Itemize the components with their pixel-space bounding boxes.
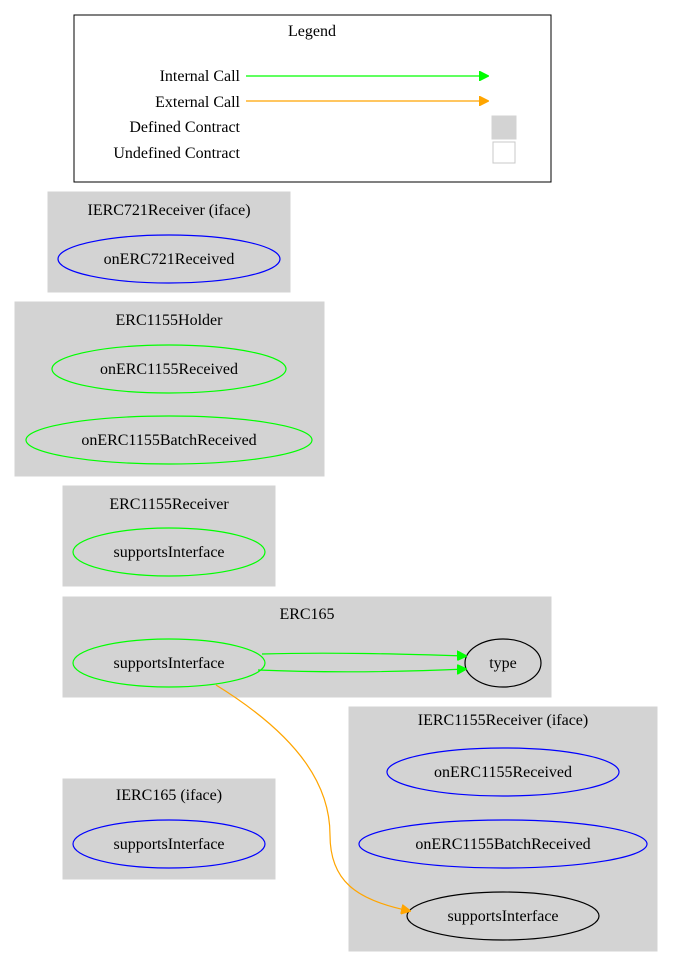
cluster-erc165: ERC165 supportsInterface type bbox=[62, 596, 552, 698]
cluster-ierc165: IERC165 (iface) supportsInterface bbox=[62, 778, 276, 880]
edge-erc165-supportsinterface-to-type-1 bbox=[261, 653, 466, 656]
node-ierc1155receiver-onerc1155batchreceived bbox=[358, 819, 648, 869]
legend-external-call-label: External Call bbox=[155, 94, 240, 111]
node-erc165-supportsinterface bbox=[72, 638, 266, 688]
node-erc1155holder-onerc1155batchreceived bbox=[25, 415, 313, 465]
cluster-ierc721receiver-title: IERC721Receiver (iface) bbox=[87, 202, 250, 219]
cluster-ierc1155receiver: IERC1155Receiver (iface) onERC1155Receiv… bbox=[348, 706, 658, 952]
cluster-ierc1155receiver-title: IERC1155Receiver (iface) bbox=[418, 712, 588, 729]
edge-erc165-supportsinterface-to-type-2 bbox=[257, 669, 466, 672]
node-ierc1155receiver-onerc1155batchreceived-label: onERC1155BatchReceived bbox=[415, 836, 590, 853]
legend: Legend Internal Call External Call Defin… bbox=[73, 14, 552, 183]
node-erc1155receiver-supportsinterface-label: supportsInterface bbox=[113, 544, 224, 561]
cluster-ierc165-bg bbox=[62, 778, 276, 880]
cluster-ierc165-title: IERC165 (iface) bbox=[116, 787, 222, 804]
node-ierc721receiver-onerc721received-label: onERC721Received bbox=[104, 251, 235, 268]
node-ierc721receiver-onerc721received bbox=[57, 234, 281, 284]
node-ierc1155receiver-onerc1155received bbox=[386, 747, 620, 797]
node-ierc1155receiver-supportsinterface bbox=[406, 891, 600, 941]
cluster-erc1155holder-bg bbox=[14, 301, 325, 477]
node-erc1155receiver-supportsinterface bbox=[72, 527, 266, 577]
edge-erc165-to-ierc1155receiver-supportsinterface bbox=[215, 684, 410, 911]
legend-title: Legend bbox=[288, 23, 336, 40]
legend-defined-contract-label: Defined Contract bbox=[129, 119, 240, 136]
node-erc165-type bbox=[464, 638, 542, 688]
node-erc1155holder-onerc1155received bbox=[51, 344, 287, 394]
node-erc1155holder-onerc1155batchreceived-label: onERC1155BatchReceived bbox=[81, 432, 256, 449]
cluster-erc1155receiver: ERC1155Receiver supportsInterface bbox=[62, 485, 276, 587]
cluster-erc1155receiver-title: ERC1155Receiver bbox=[109, 496, 229, 513]
cluster-erc165-bg bbox=[62, 596, 552, 698]
node-erc165-type-label: type bbox=[489, 655, 517, 672]
cluster-erc1155holder: ERC1155Holder onERC1155Received onERC115… bbox=[14, 301, 325, 477]
node-erc1155holder-onerc1155received-label: onERC1155Received bbox=[100, 361, 238, 378]
cluster-erc165-title: ERC165 bbox=[279, 606, 334, 623]
legend-box bbox=[73, 14, 552, 183]
node-ierc165-supportsinterface bbox=[72, 819, 266, 869]
legend-undefined-contract-swatch bbox=[492, 141, 516, 164]
node-ierc165-supportsinterface-label: supportsInterface bbox=[113, 836, 224, 853]
legend-internal-call-label: Internal Call bbox=[160, 68, 241, 85]
node-ierc1155receiver-onerc1155received-label: onERC1155Received bbox=[434, 764, 572, 781]
cluster-erc1155holder-title: ERC1155Holder bbox=[116, 312, 224, 329]
legend-undefined-contract-label: Undefined Contract bbox=[113, 145, 240, 162]
node-ierc1155receiver-supportsinterface-label: supportsInterface bbox=[447, 908, 558, 925]
legend-defined-contract-swatch bbox=[491, 115, 517, 140]
node-erc165-supportsinterface-label: supportsInterface bbox=[113, 655, 224, 672]
cluster-ierc721receiver: IERC721Receiver (iface) onERC721Received bbox=[47, 191, 291, 293]
